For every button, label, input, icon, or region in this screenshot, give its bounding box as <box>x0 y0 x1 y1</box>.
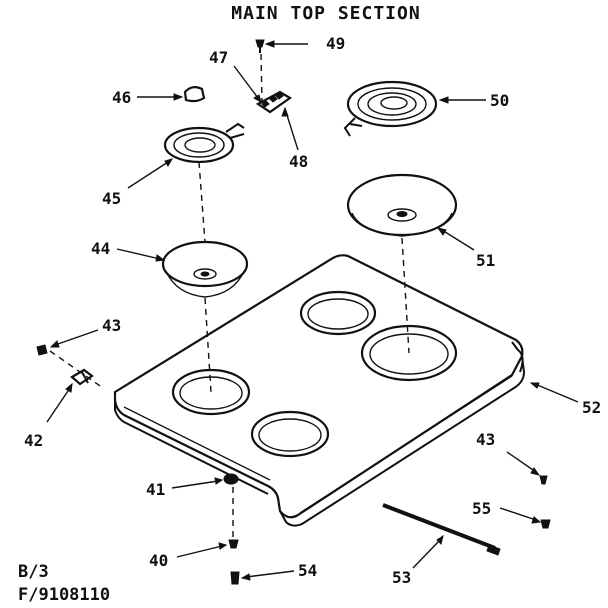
screw-40-icon <box>228 539 239 549</box>
part-label-44: 44 <box>91 239 110 258</box>
screw-43-left-icon <box>36 344 48 356</box>
part-label-43-right: 43 <box>476 430 495 449</box>
nut-icon <box>223 473 239 485</box>
part-label-47: 47 <box>209 48 228 67</box>
part-label-40: 40 <box>149 551 168 570</box>
part-label-43-left: 43 <box>102 316 121 335</box>
screw-55-icon <box>540 519 551 529</box>
part-label-48: 49 <box>326 34 345 53</box>
part-label-53: 53 <box>392 568 411 587</box>
part-label-54: 54 <box>298 561 317 580</box>
part-label-51: 51 <box>476 251 495 270</box>
drip-bowl-small-icon <box>161 240 249 298</box>
screw-48-icon <box>255 39 265 53</box>
clip-icon <box>70 368 94 386</box>
part-label-42: 42 <box>24 431 43 450</box>
part-label-46: 46 <box>112 88 131 107</box>
footer-code-2: F/9108110 <box>18 585 110 605</box>
part-label-50: 50 <box>490 91 509 110</box>
surface-element-large-icon <box>343 80 438 137</box>
receptacle-icon <box>183 85 206 103</box>
part-label-49: 48 <box>289 152 308 171</box>
screw-43-right-icon <box>539 475 548 485</box>
main-top-icon <box>113 254 526 527</box>
drip-bowl-large-icon <box>346 173 458 237</box>
leader-arrows <box>46 40 579 581</box>
part-label-52: 52 <box>582 398 601 417</box>
footer-code-1: B/3 <box>18 562 49 582</box>
diagram-title: MAIN TOP SECTION <box>231 3 420 24</box>
surface-element-small-icon <box>163 122 245 164</box>
part-labels: 49 47 46 50 48 45 44 51 43 52 42 43 41 5… <box>24 34 601 587</box>
screw-54-icon <box>230 571 240 585</box>
part-label-41: 41 <box>146 480 165 499</box>
trim-strip-icon <box>382 503 501 556</box>
part-label-45: 45 <box>102 189 121 208</box>
terminal-block-icon <box>255 90 293 114</box>
part-label-55: 55 <box>472 499 491 518</box>
alignment-lines <box>49 53 410 538</box>
